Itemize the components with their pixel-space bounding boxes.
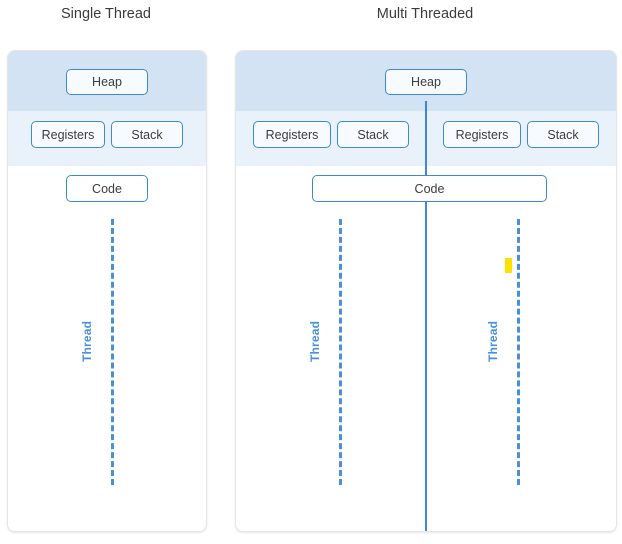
thread-label-2: Thread	[486, 320, 500, 362]
code-box[interactable]: Code	[66, 175, 148, 202]
multi-threaded-title: Multi Threaded	[376, 6, 474, 22]
heap-box[interactable]: Heap	[385, 69, 467, 95]
thread-line-1	[339, 219, 342, 485]
thread-label: Thread	[80, 320, 94, 362]
thread-line	[111, 219, 114, 485]
thread-line-2	[517, 219, 520, 485]
code-box[interactable]: Code	[312, 175, 547, 202]
thread-divider-line	[425, 101, 428, 531]
code-band	[8, 166, 206, 531]
registers-box-1[interactable]: Registers	[253, 121, 331, 148]
single-thread-title: Single Thread	[60, 6, 152, 22]
thread-label-1: Thread	[308, 320, 322, 362]
heap-box[interactable]: Heap	[66, 69, 148, 95]
multi-threaded-panel: Heap Registers Stack Registers Stack Cod…	[235, 50, 617, 532]
registers-box[interactable]: Registers	[31, 121, 105, 148]
thread-activity-marker	[505, 258, 512, 273]
stack-box[interactable]: Stack	[111, 121, 183, 148]
registers-box-2[interactable]: Registers	[443, 121, 521, 148]
single-thread-panel: Heap Registers Stack Code Thread	[7, 50, 207, 532]
stack-box-2[interactable]: Stack	[527, 121, 599, 148]
stack-box-1[interactable]: Stack	[337, 121, 409, 148]
